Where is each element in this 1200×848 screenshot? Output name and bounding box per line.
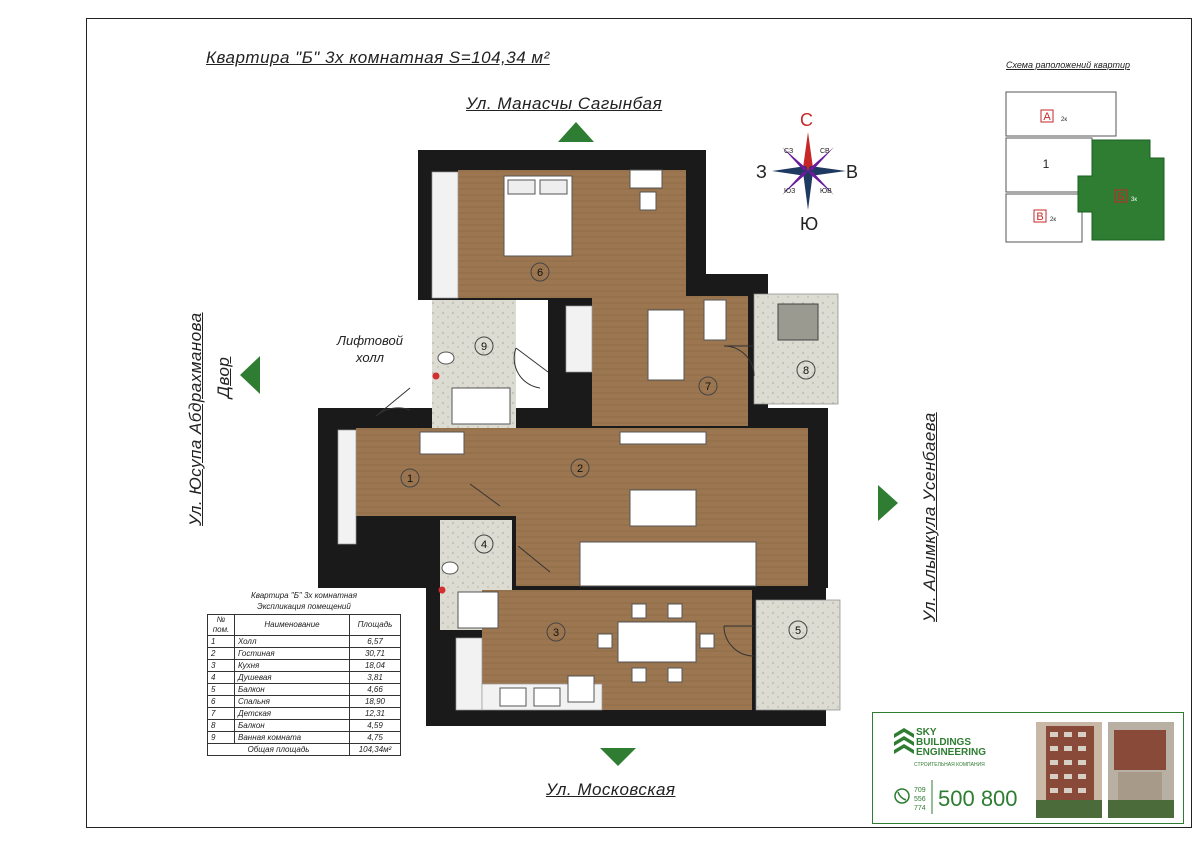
brand-subtitle: СТРОИТЕЛЬНАЯ КОМПАНИЯ xyxy=(914,762,985,768)
building-photo-aerial xyxy=(1108,722,1174,818)
room-number-6: 6 xyxy=(537,267,543,279)
room-number-3: 3 xyxy=(553,627,559,639)
room-number-4: 4 xyxy=(481,539,487,551)
street-north: Ул. Манасчы Сагынбая xyxy=(466,94,663,113)
furniture xyxy=(419,169,757,707)
drawing-frame xyxy=(86,18,1192,828)
mini-unit-b-rooms: 3к xyxy=(1131,197,1137,203)
room-floors xyxy=(337,170,841,711)
brand-logo-icon xyxy=(894,728,914,754)
plan-title: Квартира "Б" 3х комнатная S=104,34 м² xyxy=(206,48,550,67)
col-header-area: Площадь xyxy=(349,614,401,636)
building-photo-front xyxy=(1036,722,1102,818)
compass-se-label: ЮВ xyxy=(820,188,832,195)
room-number-5: 5 xyxy=(795,625,801,637)
arrow-west-icon xyxy=(240,356,260,394)
riser-marker-icon xyxy=(438,586,446,594)
compass-nw-label: СЗ xyxy=(784,148,794,155)
compass-north-label: С xyxy=(800,110,813,130)
doors xyxy=(375,345,755,657)
mini-unit-v-rooms: 2к xyxy=(1050,217,1056,223)
arrow-east-icon xyxy=(878,485,898,521)
compass-ne-label: СВ xyxy=(820,148,830,155)
riser-marker-icon xyxy=(432,372,440,380)
arrow-south-icon xyxy=(600,748,636,766)
room-number-1: 1 xyxy=(407,473,413,485)
mini-unit-a-rooms: 2к xyxy=(1061,117,1067,123)
brand-box xyxy=(872,712,1184,824)
brand-name: SKY BUILDINGS ENGINEERING xyxy=(916,727,987,758)
mini-plan-title: Схема раположений квартир xyxy=(1006,60,1130,70)
phone-icon xyxy=(894,788,910,804)
mini-unit-b: Б xyxy=(1117,191,1124,203)
mini-unit-v: В xyxy=(1036,211,1043,223)
col-header-num: № пом. xyxy=(207,614,235,636)
room-5-floor xyxy=(755,599,841,711)
explication-subcaption: Экспликация помещений xyxy=(257,602,351,611)
room-number-8: 8 xyxy=(803,365,809,377)
explication-caption: Квартира "Б" 3х комнатная xyxy=(251,591,357,600)
mini-unit-a: А xyxy=(1043,111,1051,123)
explication-table: Квартира "Б" 3х комнатная Экспликация по… xyxy=(207,590,401,756)
room-number-7: 7 xyxy=(705,381,711,393)
compass-rose-icon xyxy=(772,132,846,210)
phone-prefix: 709 556 774 xyxy=(914,787,926,812)
mini-location-plan: А 2к 1 Б 3к В 2к xyxy=(1005,91,1165,243)
arrow-north-icon xyxy=(558,122,594,142)
room-number-9: 9 xyxy=(481,341,487,353)
compass-sw-label: ЮЗ xyxy=(784,188,796,195)
compass-west-label: З xyxy=(756,162,767,182)
compass-east-label: В xyxy=(846,162,859,182)
col-header-name: Наименование xyxy=(234,614,350,636)
room-number-2: 2 xyxy=(577,463,583,475)
compass-south-label: Ю xyxy=(800,214,819,234)
room-numbers: 6 7 9 8 1 2 4 3 5 xyxy=(400,262,816,642)
mini-unit-1: 1 xyxy=(1043,157,1050,171)
street-south: Ул. Московская xyxy=(546,780,676,799)
phone-number[interactable]: 500 800 xyxy=(938,786,1018,811)
lift-hall-label: Лифтовой холл xyxy=(337,333,403,365)
